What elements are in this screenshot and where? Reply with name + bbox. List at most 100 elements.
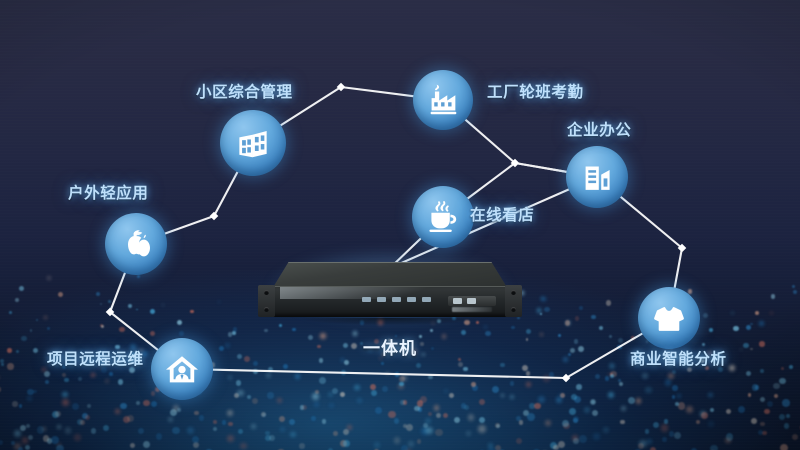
city-particle bbox=[25, 445, 31, 450]
city-particle bbox=[328, 402, 335, 409]
city-particle-field bbox=[0, 270, 800, 450]
city-particle bbox=[0, 387, 2, 392]
city-particle bbox=[484, 330, 491, 337]
city-particle bbox=[64, 427, 72, 435]
city-particle bbox=[421, 352, 426, 356]
city-particle bbox=[572, 415, 580, 423]
city-particle bbox=[760, 368, 765, 374]
city-particle bbox=[382, 385, 389, 392]
city-particle bbox=[608, 391, 615, 398]
city-particle bbox=[397, 383, 404, 390]
city-particle bbox=[167, 416, 174, 422]
city-particle bbox=[443, 389, 448, 394]
city-particle bbox=[114, 408, 121, 415]
city-particle bbox=[51, 436, 60, 445]
node-enterprise[interactable] bbox=[566, 146, 628, 208]
city-particle bbox=[718, 367, 723, 372]
city-particle bbox=[114, 344, 120, 350]
rack-server-device[interactable]: 一体机 bbox=[246, 248, 534, 358]
fruit-icon bbox=[128, 230, 150, 257]
city-particle bbox=[149, 331, 155, 337]
city-particle bbox=[544, 419, 552, 427]
house-person-icon bbox=[166, 356, 198, 383]
city-particle bbox=[235, 380, 242, 386]
city-particle bbox=[357, 398, 362, 404]
city-particle bbox=[311, 392, 319, 401]
city-particle bbox=[172, 404, 180, 412]
node-store[interactable] bbox=[412, 186, 474, 248]
city-particle bbox=[521, 364, 529, 372]
city-particle bbox=[671, 395, 676, 399]
city-particle bbox=[770, 311, 773, 314]
city-particle bbox=[360, 341, 363, 345]
node-label-analytics: 商业智能分析 bbox=[630, 351, 727, 368]
city-particle bbox=[318, 358, 324, 363]
city-particle bbox=[234, 392, 240, 398]
city-particle bbox=[415, 362, 421, 368]
node-remote[interactable] bbox=[151, 338, 213, 400]
city-particle bbox=[516, 316, 520, 320]
connector-joint bbox=[677, 243, 687, 253]
city-particle bbox=[21, 335, 27, 341]
city-particle bbox=[246, 394, 252, 400]
factory-icon bbox=[430, 84, 457, 115]
city-particle bbox=[64, 377, 69, 383]
city-particle bbox=[701, 342, 706, 347]
city-particle bbox=[553, 444, 559, 450]
city-particle bbox=[27, 388, 34, 396]
city-particle bbox=[425, 418, 432, 425]
city-particle bbox=[51, 410, 59, 418]
city-particle bbox=[156, 433, 163, 440]
city-particle bbox=[90, 428, 97, 434]
city-particle bbox=[14, 297, 19, 302]
city-particle bbox=[572, 435, 579, 442]
city-particle bbox=[420, 427, 429, 435]
city-particle bbox=[617, 379, 621, 383]
city-particle bbox=[82, 412, 89, 419]
city-particle bbox=[352, 330, 358, 336]
city-particle bbox=[618, 381, 623, 387]
city-particle bbox=[525, 338, 529, 341]
city-particle bbox=[301, 404, 308, 411]
city-particle bbox=[635, 398, 641, 404]
city-particle bbox=[751, 418, 757, 425]
city-particle bbox=[779, 378, 786, 385]
city-particle bbox=[767, 401, 774, 408]
node-label-outdoor: 户外轻应用 bbox=[68, 185, 149, 202]
city-particle bbox=[170, 409, 178, 417]
city-particle bbox=[668, 373, 674, 379]
city-particle bbox=[604, 376, 609, 381]
node-community[interactable] bbox=[220, 110, 286, 176]
city-particle bbox=[107, 299, 112, 304]
node-analytics[interactable] bbox=[638, 287, 700, 349]
city-particle bbox=[757, 429, 764, 436]
city-particle bbox=[411, 349, 417, 356]
city-particle bbox=[652, 421, 659, 429]
city-particle bbox=[32, 348, 38, 354]
city-particle bbox=[191, 435, 199, 443]
city-particle bbox=[759, 321, 765, 327]
connector-store-to-enterprise bbox=[466, 161, 568, 200]
city-particle bbox=[251, 398, 258, 405]
node-factory[interactable] bbox=[413, 70, 473, 130]
city-particle bbox=[617, 337, 624, 343]
city-particle bbox=[314, 390, 319, 395]
city-particle bbox=[288, 418, 295, 425]
city-particle bbox=[47, 275, 52, 280]
city-particle bbox=[690, 447, 698, 450]
city-particle bbox=[27, 395, 33, 401]
city-particle bbox=[562, 356, 569, 363]
city-particle bbox=[577, 345, 584, 352]
city-particle bbox=[602, 426, 609, 433]
city-particle bbox=[374, 338, 380, 344]
connector-joint bbox=[336, 82, 346, 92]
city-particle bbox=[194, 410, 199, 415]
city-particle bbox=[739, 348, 743, 352]
device-top-panel bbox=[272, 262, 508, 289]
city-particle bbox=[226, 409, 233, 416]
city-particle bbox=[570, 347, 576, 353]
node-outdoor[interactable] bbox=[105, 213, 167, 275]
city-particle bbox=[136, 274, 140, 278]
city-particle bbox=[218, 345, 224, 351]
city-particle bbox=[340, 358, 345, 362]
